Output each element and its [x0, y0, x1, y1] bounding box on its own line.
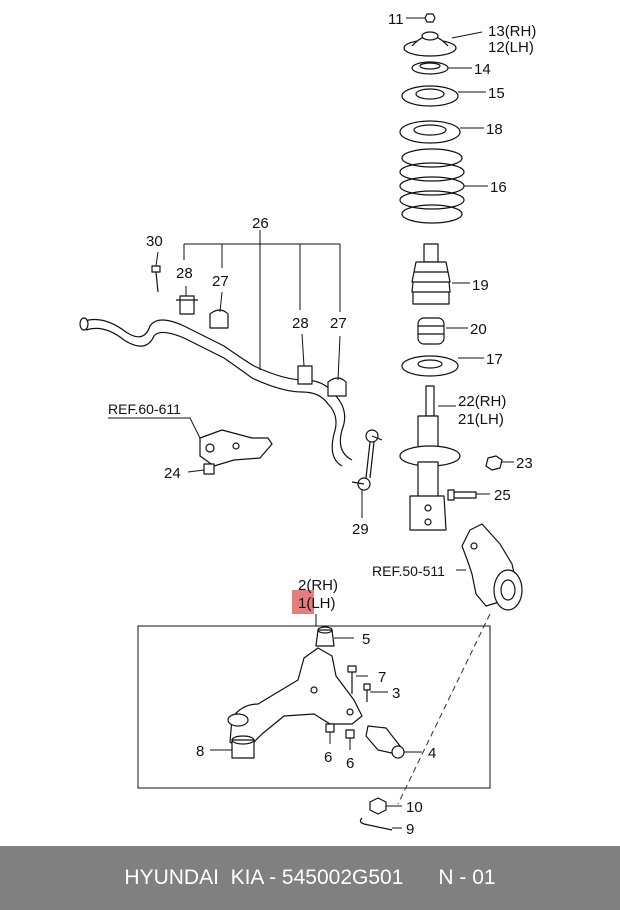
knuckle: [456, 523, 523, 611]
bolt-30: [151, 265, 161, 293]
leader-lines-stabilizer: [155, 230, 363, 518]
bushing-5: [315, 626, 354, 647]
lower-arm-group-box: [137, 625, 491, 789]
assembly-line: [397, 613, 491, 805]
label-4: 4: [428, 745, 436, 762]
parts-diagram: 11 13(RH) 12(LH) 14 15 18 16 19 20 17 22…: [79, 11, 536, 838]
nut-6b: [345, 729, 355, 750]
label-1: 1(LH): [298, 595, 336, 612]
label-12: 12(LH): [488, 39, 534, 56]
spring-seat-15: [401, 85, 486, 107]
label-5: 5: [362, 631, 370, 648]
bushing-28b: [297, 365, 313, 385]
highlight-box: [292, 590, 314, 614]
label-20: 20: [470, 321, 487, 338]
bushing-28a: [176, 295, 198, 315]
bushing-8: [210, 735, 255, 759]
label-27a: 27: [212, 273, 229, 290]
ball-joint-4: [365, 725, 422, 759]
label-10: 10: [406, 799, 423, 816]
label-21: 21(LH): [458, 411, 504, 428]
label-17: 17: [486, 351, 503, 368]
label-14: 14: [474, 61, 491, 78]
label-18: 18: [486, 121, 503, 138]
mount-13-12: [403, 31, 483, 57]
label-15: 15: [488, 85, 505, 102]
label-16: 16: [490, 179, 507, 196]
label-29: 29: [352, 521, 369, 538]
footer-text: HYUNDAI KIA - 545002G501 N - 01: [124, 866, 496, 889]
label-25: 25: [494, 487, 511, 504]
nut-6a: [325, 723, 335, 744]
label-22: 22(RH): [458, 393, 506, 410]
strut-22-21: [399, 385, 461, 531]
cotter-pin-9: [359, 817, 402, 831]
boot-19: [411, 243, 470, 305]
lower-arm: [227, 647, 363, 747]
part-number-footer: HYUNDAI KIA - 545002G501 N - 01: [0, 846, 620, 910]
nut-10: [369, 797, 402, 815]
nut-11: [406, 13, 436, 23]
bolt-7: [347, 665, 368, 694]
bracket-27b: [327, 377, 347, 397]
label-24: 24: [164, 465, 181, 482]
ref-50-511[interactable]: REF.50-511: [372, 563, 445, 579]
pad-18: [399, 120, 484, 144]
label-30: 30: [146, 233, 163, 250]
bolt-3: [363, 683, 388, 702]
label-8: 8: [196, 743, 204, 760]
label-28b: 28: [292, 315, 309, 332]
label-11: 11: [388, 11, 404, 28]
label-23: 23: [516, 455, 533, 472]
label-28a: 28: [176, 265, 193, 282]
bearing-14: [411, 61, 472, 75]
label-2: 2(RH): [298, 577, 338, 594]
label-19: 19: [472, 277, 489, 294]
label-9: 9: [406, 821, 414, 838]
bracket-27a: [209, 309, 229, 329]
label-26: 26: [252, 215, 269, 232]
label-6b: 6: [346, 755, 354, 772]
nut-23: [485, 455, 514, 471]
bolt-25: [447, 489, 490, 501]
label-7: 7: [378, 669, 386, 686]
subframe-bracket: [108, 417, 273, 475]
stabilizer-link-29: [351, 429, 383, 491]
stabilizer-bar: [79, 317, 353, 467]
bump-stop-20: [417, 317, 468, 345]
ref-60-611[interactable]: REF.60-611: [108, 401, 181, 417]
insulator-17: [401, 355, 484, 377]
label-27b: 27: [330, 315, 347, 332]
label-6a: 6: [324, 749, 332, 766]
label-13: 13(RH): [488, 23, 536, 40]
coil-spring-16: [399, 148, 488, 224]
label-3: 3: [392, 685, 400, 702]
